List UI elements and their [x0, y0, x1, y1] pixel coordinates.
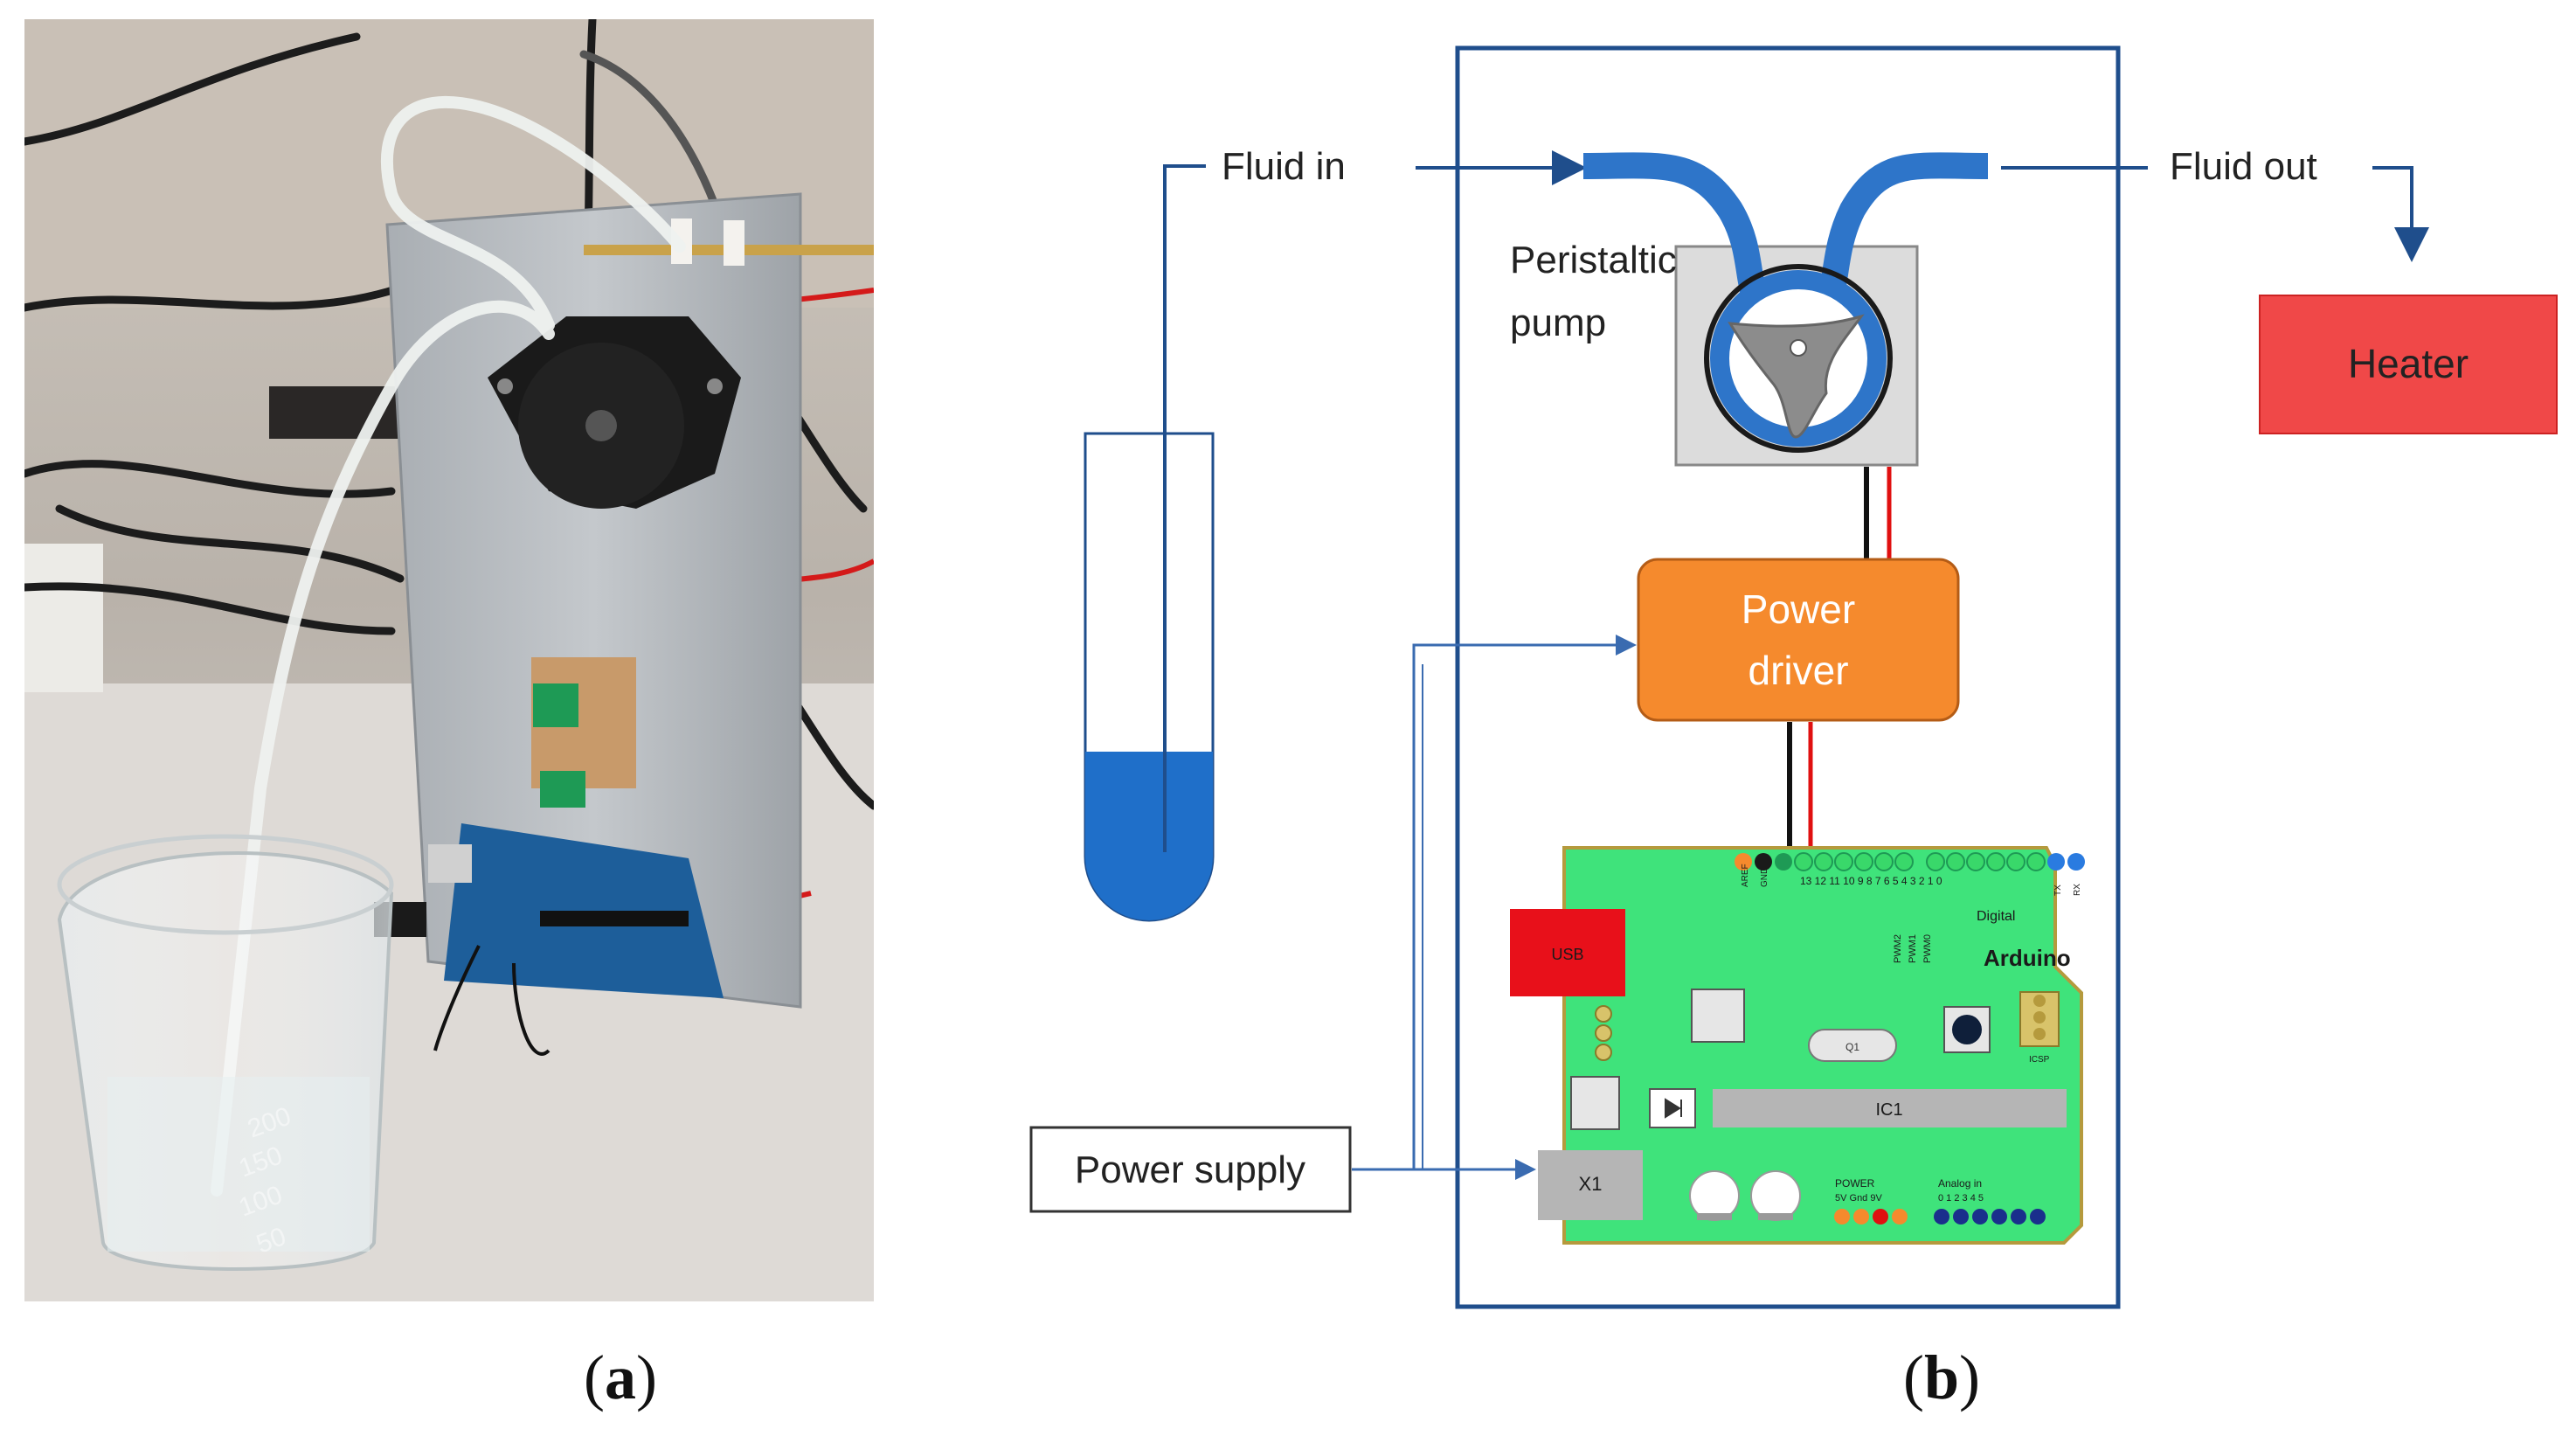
analog-pins-label: 0 1 2 3 4 5: [1938, 1193, 1984, 1204]
rx-label: RX: [2073, 884, 2082, 896]
analog-header: [1934, 1209, 2046, 1225]
tx-label: TX: [2053, 885, 2063, 896]
fluid-in-label: Fluid in: [1222, 145, 1346, 188]
capacitor-band: [1758, 1213, 1793, 1220]
caption-a-letter: a: [604, 1342, 636, 1412]
power-header: [1834, 1209, 1908, 1225]
heater-label: Heater: [2348, 341, 2469, 386]
capacitor-band: [1697, 1213, 1732, 1220]
caption-a: (a): [584, 1342, 657, 1412]
ic1-label: IC1: [1875, 1100, 1902, 1120]
small-header: [1595, 1005, 1612, 1061]
digital-pins-label: 13 12 11 10 9 8 7 6 5 4 3 2 1 0: [1800, 875, 1942, 887]
voltage-regulator: [1570, 1076, 1620, 1130]
black-leads: [433, 945, 551, 1056]
capacitor: [1750, 1170, 1801, 1221]
usb-connector: [1510, 909, 1625, 996]
pump-label-line1: Peristaltic: [1510, 239, 1677, 281]
icsp-label: ICSP: [2029, 1055, 2050, 1065]
pwm-label: PWM2: [1893, 934, 1903, 963]
arduino-name: Arduino: [1984, 945, 2071, 971]
supply-line-branch: [1414, 664, 1423, 1170]
power-strip: [24, 544, 103, 692]
fluid-in-line: [1163, 164, 1206, 852]
fluid-out-label: Fluid out: [2170, 145, 2317, 188]
header-photo: [540, 911, 689, 926]
pump-rotor: [1728, 314, 1865, 439]
q1-label: Q1: [1845, 1041, 1859, 1053]
water: [107, 1077, 370, 1252]
pwm-label: PWM1: [1908, 934, 1918, 963]
mcu-chip: [1691, 989, 1745, 1043]
power-driver-line1: Power: [1742, 586, 1855, 632]
power-pins-label: 5V Gnd 9V: [1835, 1193, 1882, 1204]
caption-b-letter: b: [1923, 1342, 1960, 1412]
terminal-block: [533, 683, 578, 727]
pump-hub: [585, 410, 617, 441]
capacitor: [1689, 1170, 1740, 1221]
arduino-board: AREF GND 13 12 11 10 9 8 7 6 5 4 3 2 1 0…: [1510, 846, 2085, 1245]
schematic-diagram: Fluid in Peristaltic pump Fluid out Heat…: [1029, 45, 2558, 1309]
power-supply-box: [1029, 1126, 1352, 1213]
pwm-label: PWM0: [1922, 934, 1933, 963]
digital-header: [1735, 852, 2085, 871]
silicone-tube: [211, 96, 686, 1197]
reset-button-cap: [1952, 1015, 1982, 1044]
beaker-rim: [57, 834, 394, 935]
setup-photo: 200 150 100 50: [24, 19, 874, 1301]
caption-b: (b): [1903, 1342, 1981, 1412]
clamp: [724, 220, 744, 266]
terminal-block: [540, 771, 585, 808]
supply-line-to-driver: [1352, 635, 1637, 1171]
test-tube-fluid: [1085, 752, 1213, 920]
x1-label: X1: [1579, 1173, 1603, 1195]
aref-label: AREF: [1741, 864, 1750, 887]
usb-label: USB: [1551, 946, 1583, 963]
power-header-label: POWER: [1835, 1177, 1875, 1190]
ic1-chip: [1713, 1089, 2067, 1127]
fluid-out-arrow: [2372, 166, 2429, 262]
pump-rotor-ring-outer: [1704, 264, 1893, 453]
x1-jack: [1538, 1150, 1643, 1220]
enclosure-frame: [1455, 45, 2121, 1309]
pump-label-line2: pump: [1510, 302, 1606, 344]
power-supply-label: Power supply: [1075, 1148, 1305, 1191]
power-driver-line2: driver: [1748, 648, 1848, 693]
power-driver-box: [1637, 558, 1960, 722]
usb-port-photo: [428, 844, 472, 883]
test-tube: [1084, 432, 1215, 922]
screw: [497, 378, 513, 394]
analog-in-label: Analog in: [1938, 1177, 1982, 1190]
diode-symbol: [1665, 1098, 1682, 1119]
screw: [707, 378, 723, 394]
pump-axle: [1790, 339, 1807, 357]
gnd-label: GND: [1760, 868, 1769, 887]
icsp-header: [2019, 991, 2060, 1047]
crystal-q1: [1808, 1029, 1897, 1062]
digital-label: Digital: [1977, 909, 2015, 924]
heater-box: [2259, 295, 2558, 434]
